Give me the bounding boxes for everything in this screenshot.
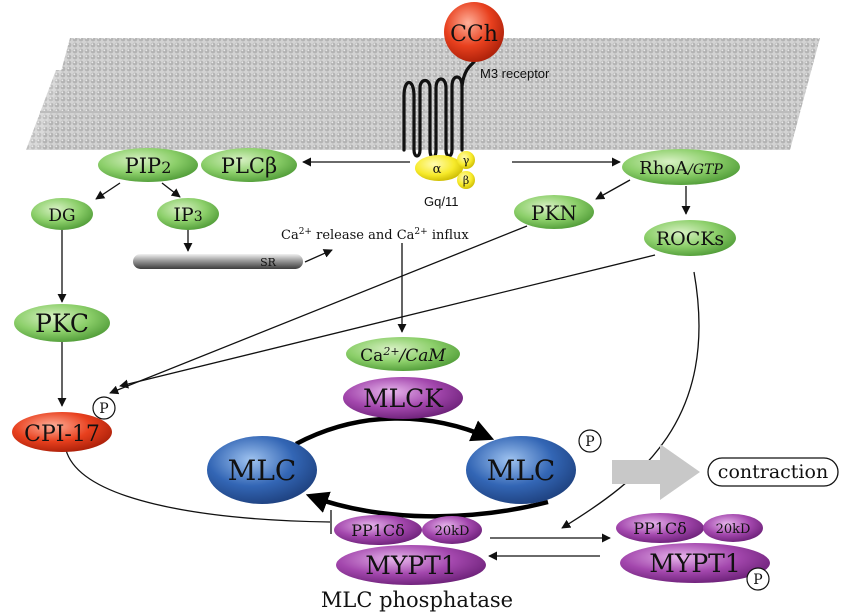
g-gamma-label: γ	[463, 154, 470, 167]
cacam-node	[346, 337, 460, 371]
arrow-sr-to-ca-release	[304, 249, 333, 263]
rocks-label: ROCKs	[656, 228, 724, 250]
rhoa-label: RhoA/GTP	[639, 158, 723, 179]
mlc-phosphorylated-node	[466, 436, 576, 504]
mlck-label: MLCK	[363, 384, 444, 413]
pip2-node	[98, 148, 198, 182]
pkc-node	[14, 304, 110, 342]
g-beta-label: β	[463, 174, 469, 187]
mlc-right-label: MLC	[487, 454, 556, 487]
inhibition-cpi17-to-pp1c	[65, 449, 331, 523]
arrow-mlc-phosphorylation	[294, 416, 495, 446]
mypt1-phospho-circle	[746, 567, 770, 591]
g-alpha-label: α	[433, 162, 442, 177]
mypt1-left-label: MYPT1	[365, 551, 457, 580]
mlc-phospho-circle	[578, 429, 602, 453]
arrow-rocks-to-mypt1	[561, 271, 700, 529]
cpi17-node	[12, 412, 112, 452]
cell-membrane	[26, 38, 820, 150]
cpi17-label: CPI-17	[24, 422, 100, 447]
pkn-node	[514, 195, 594, 229]
gq11-label: Gq/11	[424, 194, 458, 209]
mlc-left-label: MLC	[228, 454, 297, 487]
plcb-label: PLCβ	[221, 154, 277, 178]
rocks-node	[644, 220, 736, 256]
plcb-node	[201, 148, 297, 182]
ip3-label: IP3	[173, 204, 202, 226]
contraction-arrow	[612, 444, 700, 500]
mlc-phospho-label: P	[585, 434, 594, 450]
sr-bar	[133, 254, 303, 269]
cacam-label: Ca2+/CaM	[360, 345, 446, 366]
cpi17-phospho-circle	[92, 396, 116, 420]
receptor-label: M3 receptor	[480, 66, 550, 81]
pp1c-right-node	[616, 513, 704, 543]
pp1c-left-label: PP1Cδ	[351, 521, 405, 540]
kd20-left-label: 20kD	[435, 524, 470, 539]
rhoa-node	[622, 149, 740, 185]
mypt1-right-label: MYPT1	[649, 549, 741, 578]
kd20-left-node	[422, 516, 482, 544]
pip2-label: PIP2	[125, 154, 172, 178]
mypt1-left-node	[336, 545, 486, 585]
kd20-right-label: 20kD	[716, 522, 751, 537]
mlc-phosphatase-caption: MLC phosphatase	[321, 588, 513, 612]
kd20-right-node	[703, 514, 763, 542]
contraction-label: contraction	[718, 461, 828, 483]
cpi17-phospho-label: P	[99, 401, 108, 417]
dg-node	[31, 198, 93, 230]
pp1c-right-label: PP1Cδ	[633, 519, 687, 538]
arrow-mlc-dephosphorylation	[305, 491, 549, 519]
arrow-rocks-to-cpi17	[119, 254, 656, 389]
gq11-protein: α γ β	[415, 151, 475, 189]
ip3-node	[157, 198, 219, 230]
pkc-label: PKC	[35, 309, 89, 338]
mlck-node	[343, 377, 463, 419]
ca-release-label: Ca2+ release and Ca2+ influx	[281, 227, 469, 243]
sr-label: SR	[260, 256, 277, 269]
arrow-pip2-to-ip3	[161, 182, 181, 198]
dg-label: DG	[48, 206, 75, 226]
arrow-rhoa-to-pkn	[595, 179, 631, 200]
pkn-label: PKN	[531, 201, 577, 225]
mypt1-right-node	[620, 543, 770, 583]
g-alpha-subunit	[415, 155, 463, 181]
cch-ligand	[444, 2, 504, 62]
mlc-unphosphorylated-node	[207, 436, 317, 504]
cch-label: CCh	[450, 22, 498, 47]
pp1c-left-node	[334, 515, 422, 545]
mypt1-phospho-label: P	[753, 572, 762, 588]
g-beta-subunit	[457, 171, 475, 189]
g-gamma-subunit	[457, 151, 475, 169]
arrow-pip2-to-dg	[95, 182, 121, 200]
contraction-box	[707, 457, 839, 487]
arrow-pkn-to-cpi17	[109, 225, 528, 395]
mlc-phosphatase-inhibited: PP1Cδ 20kD MYPT1 P	[616, 513, 770, 591]
mlc-phosphatase-active: PP1Cδ 20kD MYPT1	[334, 515, 486, 585]
